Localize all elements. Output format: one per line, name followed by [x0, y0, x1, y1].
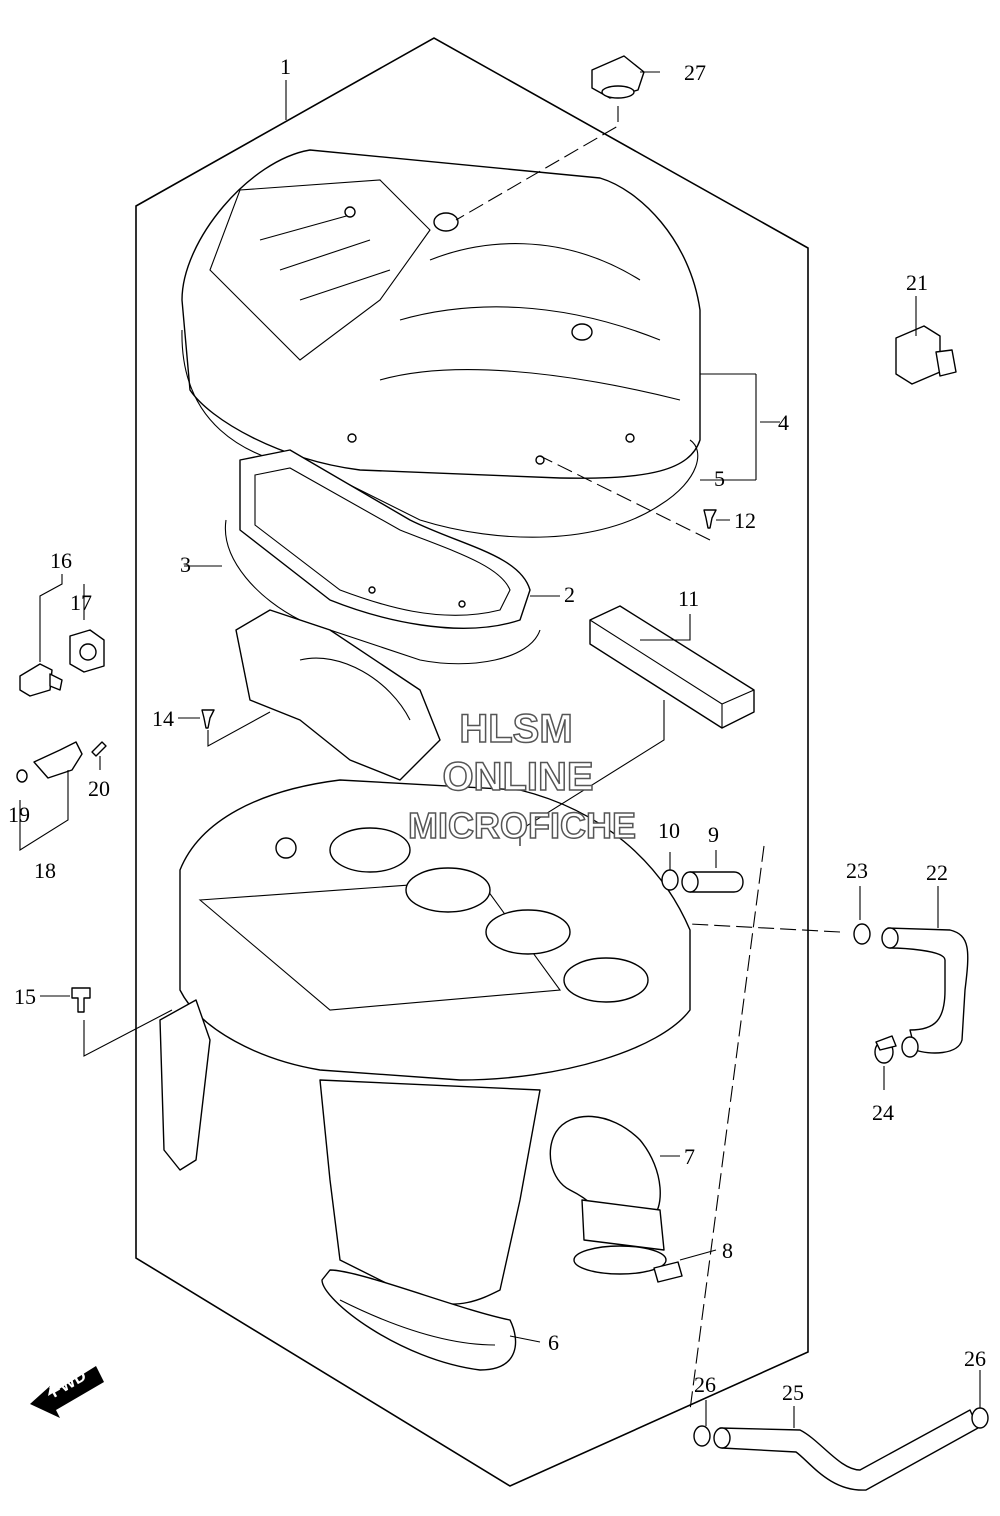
hose-clamp — [573, 1245, 683, 1283]
clamp-24 — [874, 1035, 897, 1064]
label-17: 17 — [70, 590, 92, 615]
label-19: 19 — [8, 802, 30, 827]
sensor-16 — [19, 663, 63, 697]
label-2: 2 — [564, 582, 575, 607]
watermark-line-1: HLSM — [459, 707, 572, 751]
filter-gasket — [224, 519, 541, 665]
clip-26-right — [971, 1407, 989, 1429]
label-24: 24 — [872, 1100, 894, 1125]
label-9: 9 — [708, 822, 719, 847]
screw-12 — [703, 509, 717, 529]
foam-element — [589, 605, 755, 729]
clip-26-left — [693, 1425, 711, 1447]
drain-hose-25 — [713, 1409, 979, 1491]
label-23: 23 — [846, 858, 868, 883]
assembly-boundary — [135, 37, 809, 1487]
holder-17 — [69, 629, 105, 673]
label-3: 3 — [180, 552, 191, 577]
air-filter-element — [239, 449, 531, 629]
watermark-line-2: ONLINE — [442, 755, 593, 799]
label-16: 16 — [50, 548, 72, 573]
screw-20 — [91, 741, 107, 757]
label-5: 5 — [714, 466, 725, 491]
label-26-left: 26 — [694, 1372, 716, 1397]
label-21: 21 — [906, 270, 928, 295]
fwd-arrow-icon: FWD — [30, 1366, 104, 1418]
watermark: HLSM ONLINE MICROFICHE — [407, 706, 637, 847]
hose-9 — [681, 871, 744, 893]
label-10: 10 — [658, 818, 680, 843]
label-15: 15 — [14, 984, 36, 1009]
label-18: 18 — [34, 858, 56, 883]
air-cleaner-case — [179, 779, 691, 1081]
cap-27 — [591, 55, 645, 99]
leader-lines — [19, 71, 981, 1428]
label-7: 7 — [684, 1144, 695, 1169]
clip-10 — [661, 869, 679, 891]
label-8: 8 — [722, 1238, 733, 1263]
air-cleaner-cover — [181, 149, 701, 479]
bolt-15 — [71, 987, 91, 1013]
label-27: 27 — [684, 60, 706, 85]
clip-23 — [853, 923, 871, 945]
cover-seal — [181, 329, 699, 538]
label-4: 4 — [778, 410, 789, 435]
sensor-21 — [895, 325, 957, 385]
side-bracket — [159, 999, 211, 1171]
watermark-line-3: MICROFICHE — [408, 805, 636, 846]
label-14: 14 — [152, 706, 174, 731]
breather-hose-22 — [881, 927, 969, 1058]
sensor-18 — [33, 741, 83, 779]
label-1: 1 — [280, 54, 291, 79]
label-25: 25 — [782, 1380, 804, 1405]
label-12: 12 — [734, 508, 756, 533]
o-ring-19 — [16, 769, 28, 783]
label-26-right: 26 — [964, 1346, 986, 1371]
screw-14 — [201, 709, 215, 729]
label-20: 20 — [88, 776, 110, 801]
part-labels: 1 2 3 4 5 6 7 8 9 10 11 12 14 15 16 17 1… — [8, 54, 986, 1405]
label-11: 11 — [678, 586, 699, 611]
intake-duct — [235, 609, 441, 781]
inlet-snorkel — [319, 1079, 541, 1371]
elbow-tube — [549, 1115, 665, 1251]
label-6: 6 — [548, 1330, 559, 1355]
label-22: 22 — [926, 860, 948, 885]
